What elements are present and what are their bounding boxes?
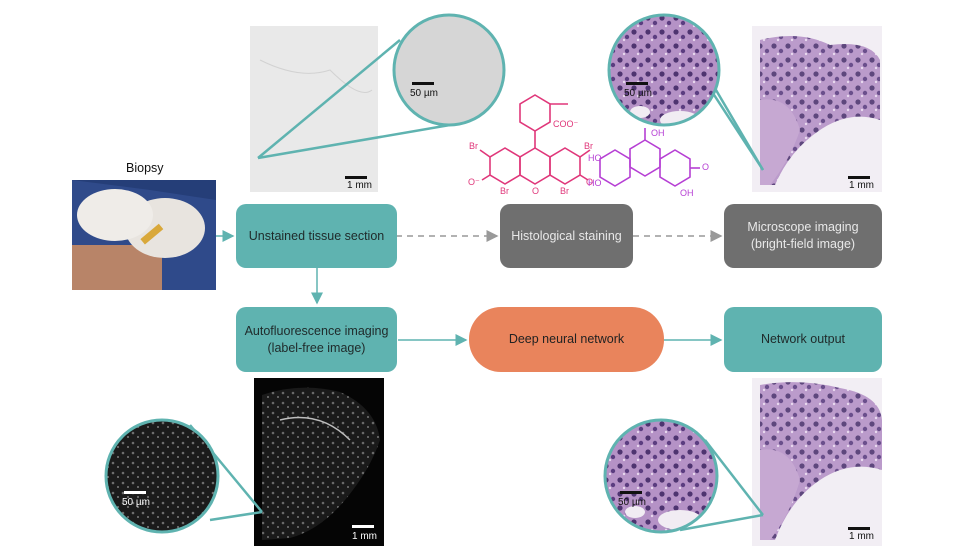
scale-label-autofluor-zoom: 50 µm xyxy=(122,497,150,508)
hematoxylin-molecule xyxy=(599,128,700,187)
scale-bar-autofluor-full xyxy=(352,525,374,528)
scale-label-output-zoom: 50 µm xyxy=(618,497,646,508)
scale-label-output-full: 1 mm xyxy=(849,531,874,542)
zoom-line xyxy=(257,123,451,160)
unstained-zoom-circle xyxy=(392,13,506,127)
eosin-substituent: Br xyxy=(469,141,478,151)
scale-bar-brightfield-full xyxy=(848,176,870,179)
brightfield-image xyxy=(752,26,882,192)
zoom-line xyxy=(257,39,401,159)
biopsy-photo xyxy=(72,180,216,290)
eosin-substituent: Br xyxy=(500,186,509,196)
eosin-carboxylate-label: COO⁻ xyxy=(553,119,579,129)
hematoxylin-substituent: HO xyxy=(588,153,602,163)
scale-label-unstained-zoom: 50 µm xyxy=(410,88,438,99)
scale-label-brightfield-zoom: 50 µm xyxy=(624,88,652,99)
scale-bar-unstained-full xyxy=(345,176,367,179)
eosin-substituent: Br xyxy=(560,186,569,196)
eosin-substituent: O xyxy=(586,177,594,187)
scale-bar-output-full xyxy=(848,527,870,530)
biopsy-label: Biopsy xyxy=(126,161,164,175)
scale-label-brightfield-full: 1 mm xyxy=(849,180,874,191)
hematoxylin-substituent: OH xyxy=(680,188,694,198)
node-unstained-tissue-section: Unstained tissue section xyxy=(236,204,397,268)
eosin-molecule xyxy=(479,94,591,185)
node-network-output: Network output xyxy=(724,307,882,372)
eosin-substituent: O⁻ xyxy=(468,177,480,187)
node-deep-neural-network: Deep neural network xyxy=(469,307,664,372)
zoom-line xyxy=(704,439,764,516)
zoom-line xyxy=(679,513,764,532)
node-microscope-imaging: Microscope imaging (bright-field image) xyxy=(724,204,882,268)
hematoxylin-substituent: O xyxy=(702,162,710,172)
network-output-image xyxy=(752,378,882,546)
eosin-substituent: O xyxy=(532,186,540,196)
unstained-tissue-image xyxy=(250,26,378,192)
zoom-line xyxy=(714,89,765,171)
eosin-substituent: Br xyxy=(584,141,593,151)
hematoxylin-substituent: HO xyxy=(588,178,602,188)
autofluor-zoom-circle xyxy=(104,418,220,534)
hematoxylin-substituent: OH xyxy=(651,128,665,138)
scale-label-unstained-full: 1 mm xyxy=(347,180,372,191)
node-autofluorescence-imaging: Autofluorescence imaging (label-free ima… xyxy=(236,307,397,372)
zoom-line xyxy=(209,510,263,522)
brightfield-zoom-circle xyxy=(607,13,721,127)
node-histological-staining: Histological staining xyxy=(500,204,633,268)
scale-label-autofluor-full: 1 mm xyxy=(352,531,377,542)
output-zoom-circle xyxy=(603,418,719,534)
autofluorescence-image xyxy=(254,378,384,546)
